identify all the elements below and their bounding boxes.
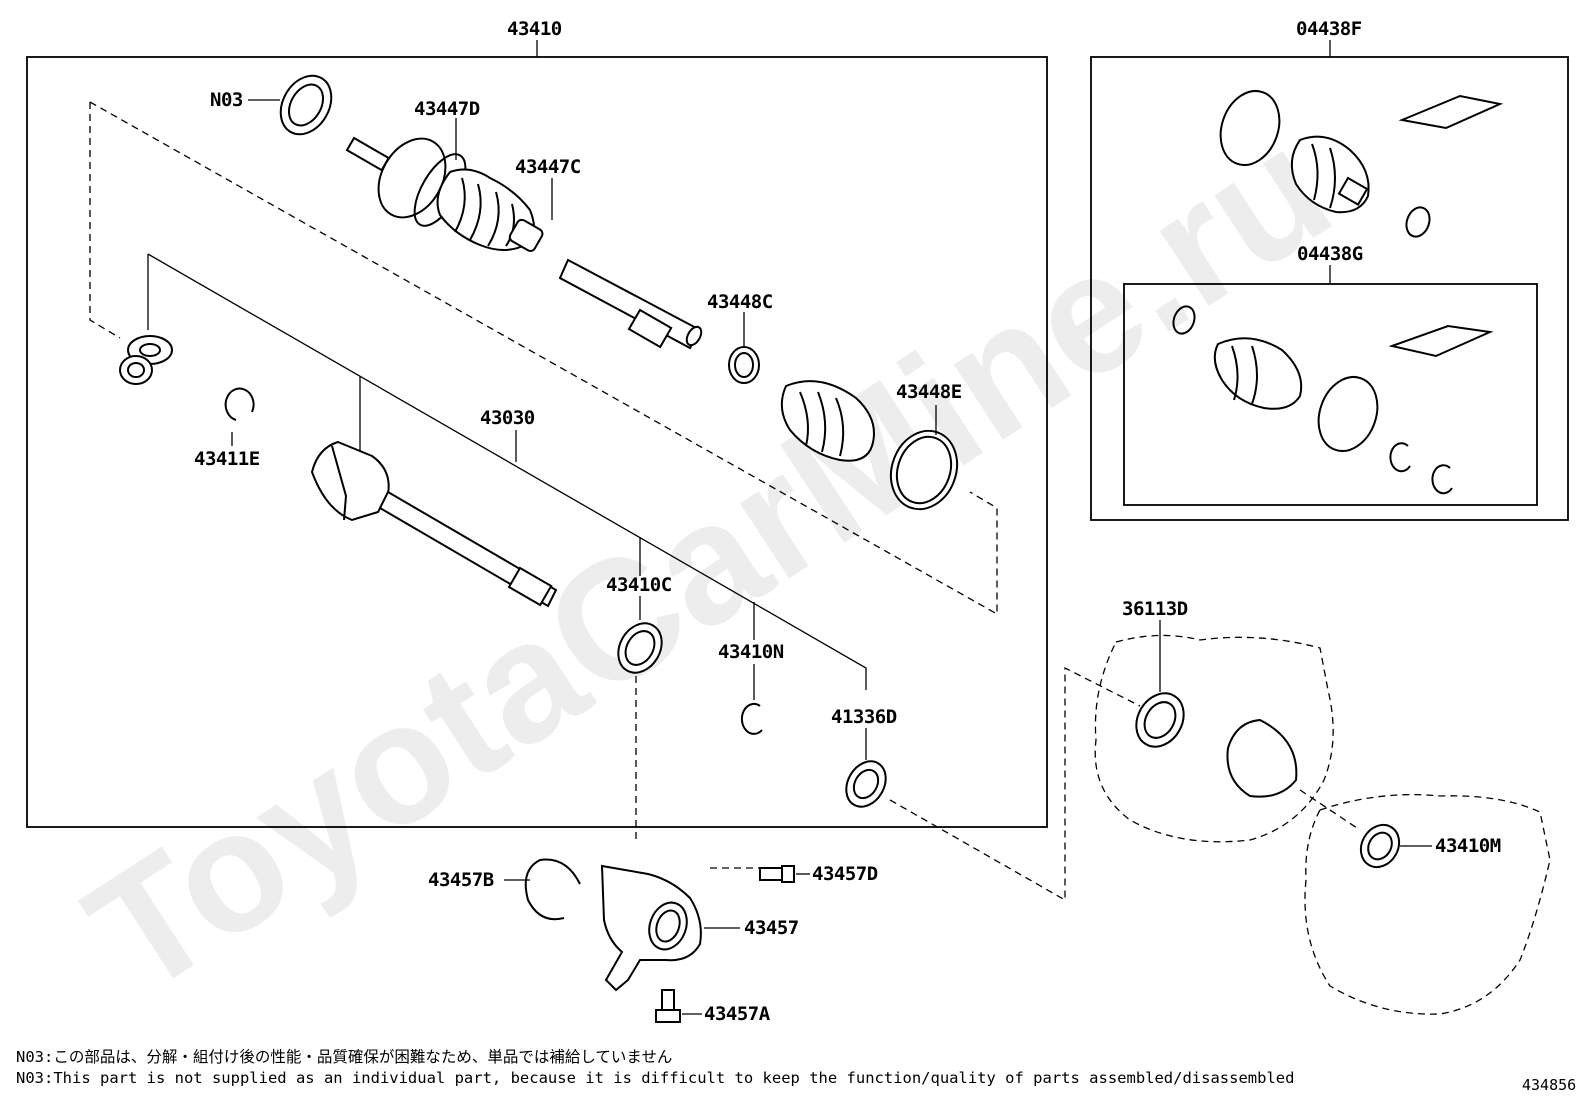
n03-label: N03 xyxy=(210,89,243,111)
43457A-label: 43457A xyxy=(704,1003,771,1025)
boot-kit-outer-group: 04438F xyxy=(1090,18,1569,521)
inner-boot[interactable] xyxy=(780,380,875,462)
n03-seal[interactable]: N03 xyxy=(210,67,341,144)
41336D-label: 41336D xyxy=(831,706,897,728)
kit-f-grease-pack xyxy=(1398,94,1504,130)
43410N-snap-ring[interactable]: 43410N xyxy=(718,641,784,735)
43448E-label: 43448E xyxy=(896,381,962,403)
43411E-snap-ring[interactable]: 43411E xyxy=(194,387,260,470)
tripod-joint[interactable] xyxy=(119,335,173,385)
figure-id: 434856 xyxy=(1522,1076,1576,1094)
main-assembly-group: 43410 xyxy=(26,18,1048,828)
43457D-bolt[interactable]: 43457D xyxy=(759,863,878,885)
43030-inner-joint-shaft[interactable]: 43030 xyxy=(310,407,558,608)
boot-kit-inner-group: 04438G xyxy=(1123,243,1538,506)
43030-label: 43030 xyxy=(480,407,535,429)
43410M-label: 43410M xyxy=(1435,835,1501,857)
main-assembly-label: 43410 xyxy=(507,18,562,40)
41336D-seal[interactable]: 41336D xyxy=(831,706,897,814)
43457-label: 43457 xyxy=(744,917,799,939)
43447C-label: 43447C xyxy=(515,156,581,178)
36113D-seal[interactable]: 36113D xyxy=(1122,598,1193,755)
note-japanese: N03:この部品は、分解・組付け後の性能・品質確保が困難なため、単品では補給して… xyxy=(16,1048,672,1066)
boot-kit-inner-label: 04438G xyxy=(1297,243,1363,265)
boot-kit-outer-label: 04438F xyxy=(1296,18,1362,40)
43457A-bolt[interactable]: 43457A xyxy=(655,989,771,1025)
43457D-label: 43457D xyxy=(812,863,878,885)
kit-g-small-clamp xyxy=(1172,305,1196,335)
boot-kit-outer-contents xyxy=(1219,90,1504,238)
43410C-label: 43410C xyxy=(606,574,672,596)
43448C-label: 43448C xyxy=(707,291,773,313)
36113D-label: 36113D xyxy=(1122,598,1188,620)
boot-kit-inner-contents xyxy=(1172,305,1494,495)
watermark: ToyotaCarMine.ru xyxy=(57,91,1362,1031)
43457B-snap-ring[interactable]: 43457B xyxy=(428,858,581,921)
note-english: N03:This part is not supplied as an indi… xyxy=(16,1069,1294,1087)
kit-f-large-clamp xyxy=(1219,90,1281,166)
kit-g-grease-pack xyxy=(1388,324,1494,358)
43410M-seal[interactable]: 43410M xyxy=(1353,818,1501,874)
outer-cv-joint[interactable]: 43447D 43447C xyxy=(345,98,581,253)
intermediate-shaft[interactable] xyxy=(558,258,704,350)
kit-g-snap-ring-2 xyxy=(1431,464,1453,495)
kit-g-snap-ring-1 xyxy=(1389,442,1411,473)
second-case xyxy=(1304,793,1551,1015)
43447D-label: 43447D xyxy=(414,98,480,120)
43410N-label: 43410N xyxy=(718,641,784,663)
transmission-case xyxy=(1094,634,1334,843)
kit-g-large-clamp xyxy=(1317,376,1379,452)
43448E-clamp[interactable]: 43448E xyxy=(880,381,968,519)
43410C-bearing[interactable]: 43410C xyxy=(606,574,672,681)
43457B-label: 43457B xyxy=(428,869,494,891)
43457-bracket[interactable]: 43457 xyxy=(600,864,799,992)
43411E-label: 43411E xyxy=(194,448,260,470)
43448C-clamp[interactable]: 43448C xyxy=(707,291,773,384)
kit-f-small-clamp xyxy=(1405,206,1431,238)
kit-g-boot xyxy=(1213,337,1303,410)
